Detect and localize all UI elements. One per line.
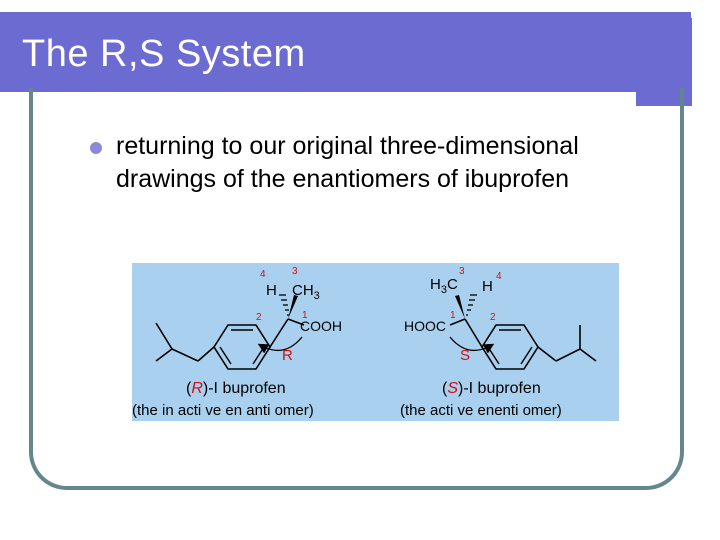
hash-bond bbox=[466, 294, 477, 316]
caption: (the in acti ve en anti omer) bbox=[132, 402, 314, 419]
cooh-label: COOH bbox=[300, 318, 342, 334]
rotation-arrow bbox=[449, 336, 495, 354]
s-ibuprofen-structure: H3C H HOOC 3 4 1 2 S (S)-I buprofen (the… bbox=[400, 266, 597, 419]
wedge-bond bbox=[455, 295, 465, 319]
priority-number: 2 bbox=[256, 312, 262, 323]
bond bbox=[579, 348, 597, 362]
title-bar bbox=[0, 12, 691, 94]
priority-number: 4 bbox=[260, 269, 266, 280]
bond bbox=[487, 346, 500, 365]
bond bbox=[449, 318, 466, 326]
compound-name: (S)-I buprofen bbox=[442, 380, 541, 397]
h-label: H bbox=[482, 278, 493, 295]
rotation-arrow bbox=[257, 336, 303, 354]
bullet-text: returning to our original three-dimensio… bbox=[116, 132, 579, 193]
bond bbox=[269, 318, 289, 348]
h3c-label: H3C bbox=[430, 276, 458, 296]
hooc-label: HOOC bbox=[404, 318, 446, 334]
caption: (the acti ve enenti omer) bbox=[400, 402, 562, 419]
benzene-ring bbox=[481, 324, 539, 370]
bond bbox=[520, 346, 533, 365]
config-letter: R bbox=[282, 347, 293, 364]
priority-number: 1 bbox=[302, 310, 308, 321]
title-underline bbox=[0, 92, 636, 95]
priority-number: 1 bbox=[450, 310, 456, 321]
bond bbox=[155, 348, 173, 362]
priority-number: 3 bbox=[459, 266, 465, 277]
bond bbox=[155, 322, 173, 350]
bullet-icon bbox=[90, 142, 102, 154]
benzene-ring bbox=[213, 324, 271, 370]
wedge-bond bbox=[288, 295, 298, 319]
hash-bond bbox=[279, 294, 289, 316]
bond bbox=[287, 318, 305, 326]
bond bbox=[252, 346, 265, 365]
ch3-label: CH3 bbox=[292, 282, 320, 302]
ibuprofen-enantiomers-figure: H CH3 COOH 4 3 1 2 R (R)-I buprofen (the… bbox=[132, 263, 619, 421]
bond bbox=[197, 346, 215, 362]
ibuprofen-structures: H CH3 COOH 4 3 1 2 R (R)-I buprofen (the… bbox=[132, 266, 597, 419]
bond bbox=[171, 348, 199, 362]
config-letter: S bbox=[460, 347, 470, 364]
slide-title: The R,S System bbox=[22, 33, 306, 75]
h-label: H bbox=[266, 282, 277, 299]
compound-name: (R)-I buprofen bbox=[186, 380, 286, 397]
priority-number: 3 bbox=[292, 266, 298, 277]
priority-number: 2 bbox=[490, 312, 496, 323]
content-frame bbox=[29, 88, 684, 490]
bond bbox=[555, 348, 581, 362]
priority-number: 4 bbox=[496, 271, 502, 282]
bond bbox=[537, 346, 557, 362]
r-ibuprofen-structure: H CH3 COOH 4 3 1 2 R (R)-I buprofen (the… bbox=[132, 266, 342, 419]
bond bbox=[464, 318, 483, 348]
bond bbox=[219, 346, 232, 365]
